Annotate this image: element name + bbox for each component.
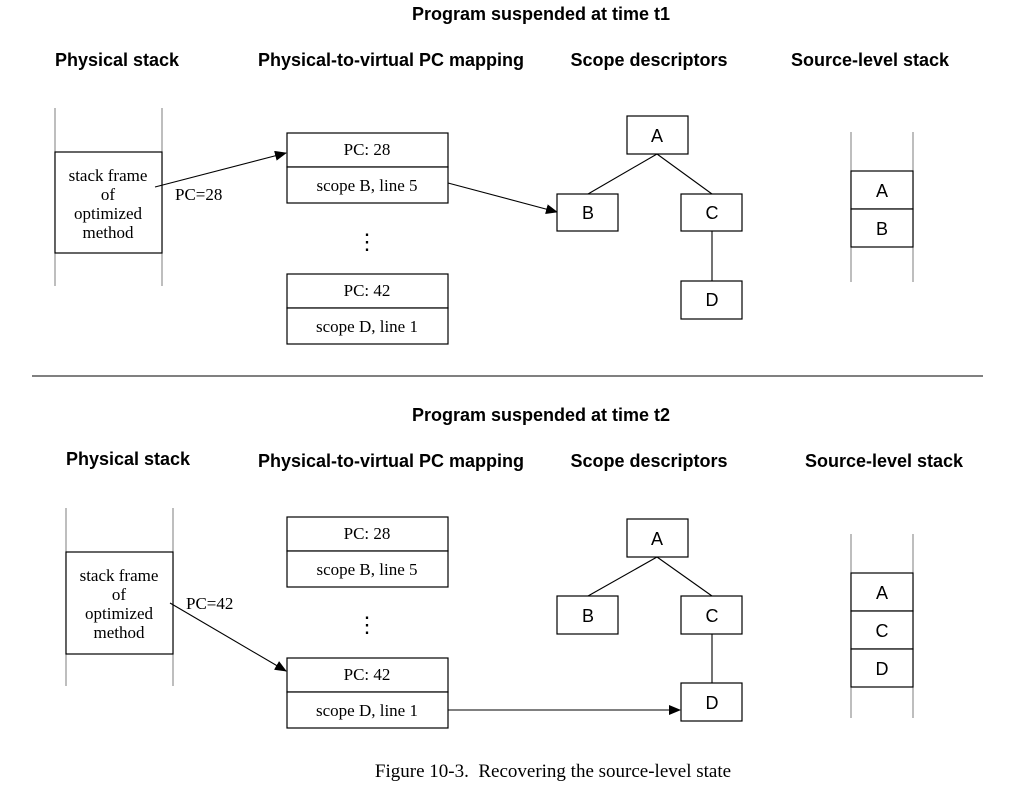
mapping-pc-text: PC: 28	[344, 140, 391, 159]
pc-arrow	[169, 602, 287, 672]
pc-arrow	[154, 150, 287, 188]
mapping-scope-cell	[286, 166, 449, 204]
stack-frame-box	[65, 551, 174, 655]
tree-edge	[587, 556, 658, 597]
mapping-entry: PC: 42 scope D, line 1	[286, 273, 449, 345]
scope-node-c	[680, 595, 743, 635]
mapping-scope-cell	[286, 691, 449, 729]
header-physical-stack: Physical stack	[66, 449, 191, 469]
scope-node-label: D	[706, 290, 719, 310]
mapping-entry: PC: 28 scope B, line 5	[286, 516, 449, 588]
mapping-scope-cell	[286, 307, 449, 345]
scope-tree: A B C D	[556, 115, 743, 320]
mapping-scope-text: scope D, line 1	[316, 317, 418, 336]
pc-label: PC=42	[186, 594, 233, 613]
frame-text-line: stack frame	[80, 566, 159, 585]
source-frame-label: B	[876, 219, 888, 239]
tree-edge	[656, 153, 713, 195]
source-frame	[850, 648, 914, 688]
header-physical-stack: Physical stack	[55, 50, 180, 70]
panel-title: Program suspended at time t1	[412, 4, 670, 24]
tree-edge	[656, 556, 713, 597]
mapping-pc-text: PC: 42	[344, 665, 391, 684]
mapping-entry: PC: 42 scope D, line 1	[286, 657, 449, 729]
mapping-pc-cell	[286, 132, 449, 168]
panel-t1: Program suspended at time t1 Physical st…	[54, 4, 950, 345]
scope-node-label: D	[706, 693, 719, 713]
scope-node-a	[626, 115, 689, 155]
scope-node-label: A	[651, 126, 663, 146]
panel-t2: Program suspended at time t2 Physical st…	[65, 405, 964, 729]
source-frame	[850, 170, 914, 210]
scope-tree: A B C D	[556, 518, 743, 722]
scope-node-d	[680, 682, 743, 722]
frame-text-line: of	[112, 585, 127, 604]
mapping-pc-cell	[286, 657, 449, 693]
frame-text-line: method	[83, 223, 134, 242]
header-source-level-stack: Source-level stack	[791, 50, 950, 70]
frame-text-line: optimized	[74, 204, 142, 223]
frame-text-line: stack frame	[69, 166, 148, 185]
scope-node-c	[680, 193, 743, 232]
tree-edge	[587, 153, 658, 195]
frame-text-line: optimized	[85, 604, 153, 623]
ellipsis: ⋮	[356, 612, 378, 637]
physical-stack: stack frame of optimized method	[54, 108, 163, 286]
scope-node-b	[556, 193, 619, 232]
mapping-scope-text: scope D, line 1	[316, 701, 418, 720]
physical-stack: stack frame of optimized method	[65, 508, 174, 686]
scope-node-label: A	[651, 529, 663, 549]
header-source-level-stack: Source-level stack	[805, 451, 964, 471]
source-level-stack: A B	[850, 132, 914, 282]
figure-caption: Figure 10-3. Recovering the source-level…	[375, 761, 731, 782]
scope-node-b	[556, 595, 619, 635]
scope-arrow	[447, 182, 558, 215]
source-frame-label: D	[876, 659, 889, 679]
source-frame	[850, 610, 914, 650]
header-mapping: Physical-to-virtual PC mapping	[258, 451, 524, 471]
source-frame-label: A	[876, 181, 888, 201]
mapping-pc-text: PC: 28	[344, 524, 391, 543]
mapping-scope-cell	[286, 550, 449, 588]
frame-text-line: of	[101, 185, 116, 204]
header-scope-descriptors: Scope descriptors	[570, 50, 727, 70]
frame-text-line: method	[94, 623, 145, 642]
stack-frame-box	[54, 151, 163, 254]
mapping-pc-cell	[286, 273, 449, 309]
mapping-pc-text: PC: 42	[344, 281, 391, 300]
scope-node-label: C	[706, 606, 719, 626]
source-frame-label: C	[876, 621, 889, 641]
source-level-stack: A C D	[850, 534, 914, 718]
mapping-entry: PC: 28 scope B, line 5	[286, 132, 449, 204]
scope-node-label: B	[582, 606, 594, 626]
source-frame	[850, 208, 914, 248]
mapping-scope-text: scope B, line 5	[316, 560, 417, 579]
mapping-scope-text: scope B, line 5	[316, 176, 417, 195]
header-scope-descriptors: Scope descriptors	[570, 451, 727, 471]
scope-node-label: B	[582, 203, 594, 223]
pc-label: PC=28	[175, 185, 222, 204]
scope-node-label: C	[706, 203, 719, 223]
source-frame-label: A	[876, 583, 888, 603]
header-mapping: Physical-to-virtual PC mapping	[258, 50, 524, 70]
scope-node-a	[626, 518, 689, 558]
scope-node-d	[680, 280, 743, 320]
ellipsis: ⋮	[356, 229, 378, 254]
panel-title: Program suspended at time t2	[412, 405, 670, 425]
